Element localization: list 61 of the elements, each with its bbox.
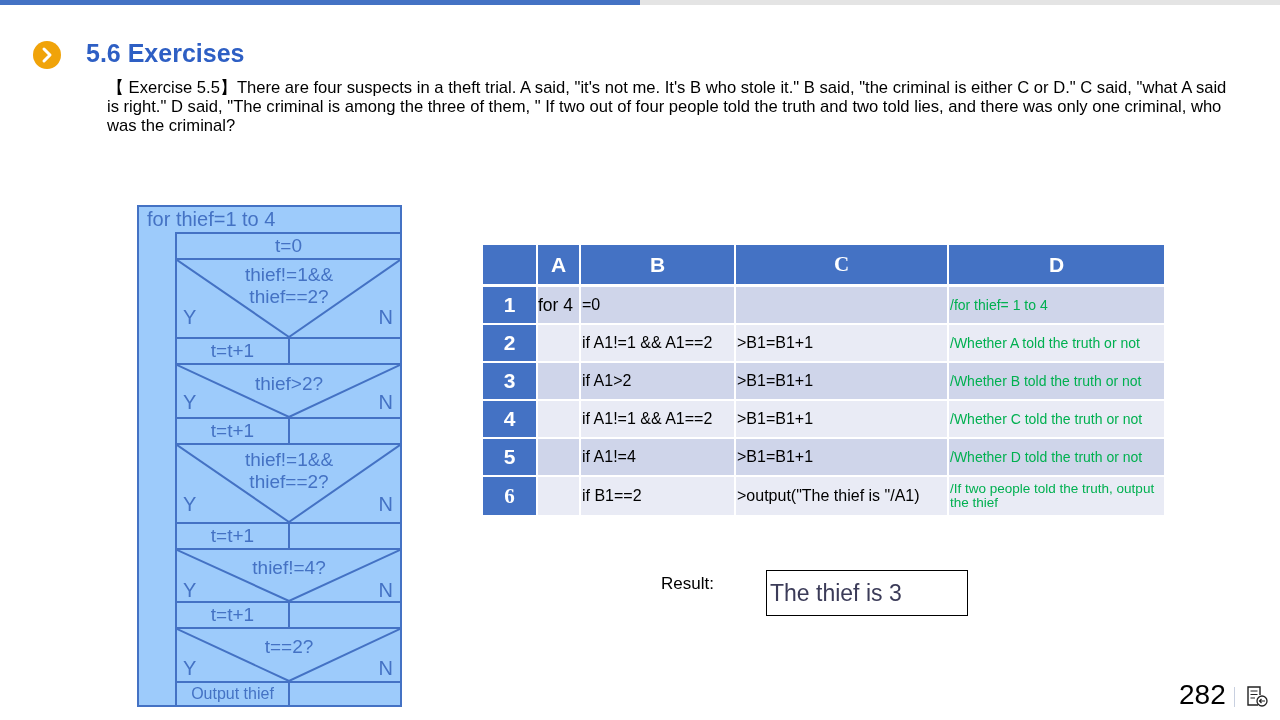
condition-text: thief>2? [254, 373, 324, 395]
table-cell: if A1!=1 && A1==2 [581, 325, 734, 361]
output-box: The thief is 3 [766, 570, 968, 616]
table-cell: /Whether A told the truth or not [949, 325, 1164, 361]
table-cell: if B1==2 [581, 477, 734, 515]
table-cell: /Whether B told the truth or not [949, 363, 1164, 399]
branch-label: Y [183, 493, 197, 515]
problem-text: 【 Exercise 5.5】There are four suspects in a theft trial. A said, "it's not me. It's B who stole it." B said, "the criminal is either C or D." C said, "what A said is right." D said, "The criminal is among the three of them, " If two out of four people told the truth and two told lies, and there was only one criminal, who was the criminal? [107, 78, 1227, 135]
table-cell: if A1!=1 && A1==2 [581, 401, 734, 437]
table-cell: /If two people told the truth, output the thief [949, 477, 1164, 515]
condition-text: thief!=4? [252, 557, 326, 579]
branch-label: N [378, 493, 393, 515]
title: 5.6 Exercises [86, 38, 245, 68]
process-box: t=t+1 [175, 601, 288, 627]
table-cell: /for thief= 1 to 4 [949, 287, 1164, 323]
table-cell: >output("The thief is "/A1) [736, 477, 947, 515]
loop-header: for thief=1 to 4 [147, 208, 276, 230]
loop-block [137, 205, 402, 707]
row-number: 2 [483, 325, 536, 361]
condition-text: t==2? [264, 636, 314, 658]
table-cell: =0 [581, 287, 734, 323]
row-number: 6 [483, 477, 536, 515]
table-cell: /Whether D told the truth or not [949, 439, 1164, 475]
branch-label: Y [183, 579, 197, 601]
table-cell: >B1=B1+1 [736, 439, 947, 475]
table-cell: if A1!=4 [581, 439, 734, 475]
branch-label: N [378, 306, 393, 328]
column-header: A [538, 245, 579, 284]
branch-label: N [378, 391, 393, 413]
condition-text: thief!=1&& thief==2? [244, 264, 334, 308]
empty-cell [288, 337, 400, 363]
table-cell: if A1>2 [581, 363, 734, 399]
row-number: 5 [483, 439, 536, 475]
column-header: B [581, 245, 734, 284]
empty-cell [288, 681, 400, 705]
table-cell: >B1=B1+1 [736, 401, 947, 437]
empty-cell [288, 522, 400, 548]
process-box: t=t+1 [175, 522, 288, 548]
branch-label: N [378, 579, 393, 601]
process-box: t=0 [175, 232, 400, 258]
branch-label: Y [183, 306, 197, 328]
empty-cell [288, 417, 400, 443]
process-box: t=t+1 [175, 337, 288, 363]
table-cell: for 4 [538, 287, 579, 323]
branch-label: Y [183, 657, 197, 679]
row-number: 3 [483, 363, 536, 399]
page-number: 282 [1179, 679, 1226, 711]
table-cell: >B1=B1+1 [736, 325, 947, 361]
column-header: D [949, 245, 1164, 284]
condition-text: thief!=1&& thief==2? [244, 449, 334, 493]
branch-label: N [378, 657, 393, 679]
process-box: Output thief [175, 681, 288, 705]
row-number: 4 [483, 401, 536, 437]
empty-cell [288, 601, 400, 627]
process-box: t=t+1 [175, 417, 288, 443]
column-header: C [736, 245, 947, 284]
table-cell: /Whether C told the truth or not [949, 401, 1164, 437]
field-label: Result: [661, 574, 714, 594]
table-cell: >B1=B1+1 [736, 363, 947, 399]
row-number: 1 [483, 287, 536, 323]
branch-label: Y [183, 391, 197, 413]
